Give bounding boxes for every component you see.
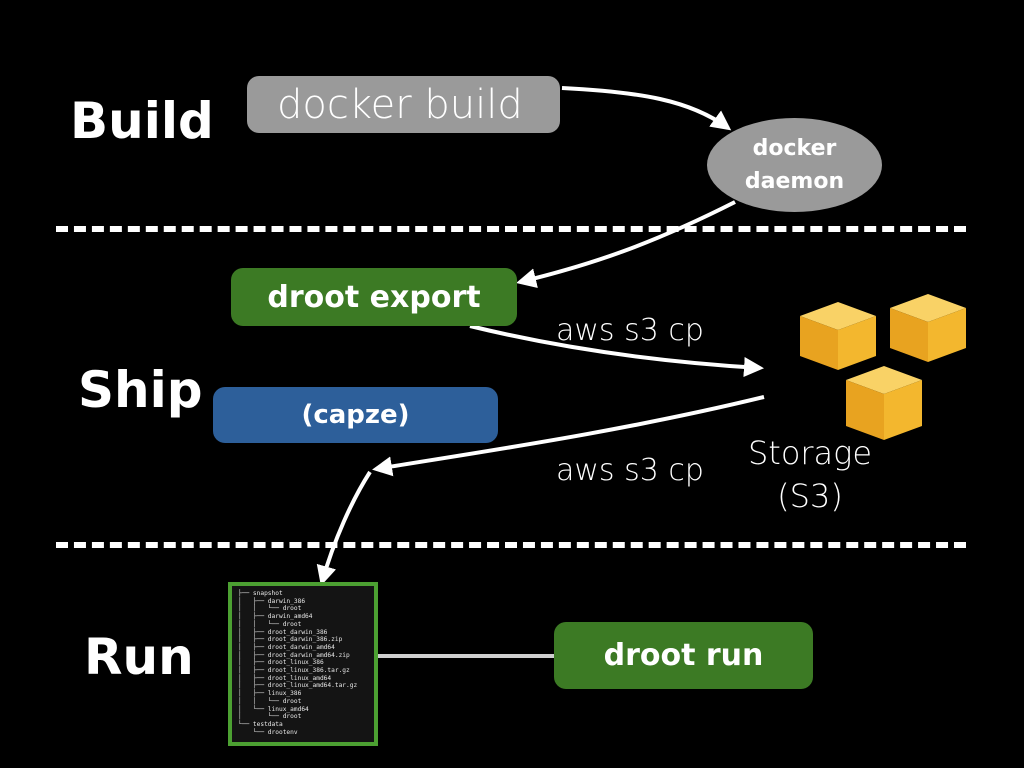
arrow-daemon-to-export — [516, 200, 736, 288]
arrow-build-to-daemon — [561, 86, 732, 131]
droot-run-node: droot run — [554, 622, 813, 689]
storage-label-line2: (S3) — [777, 477, 843, 516]
file-tree-line: │ ├── droot_darwin_amd64 — [238, 643, 335, 651]
docker-daemon-node: docker daemon — [707, 118, 882, 212]
droot-export-node: droot export — [231, 268, 517, 326]
capze-node: (capze) — [213, 387, 498, 443]
file-tree-line: │ ├── darwin_amd64 — [238, 613, 313, 621]
file-tree-line: │ ├── droot_linux_386.tar.gz — [238, 667, 350, 675]
upload-edge-label: aws s3 cp — [556, 313, 704, 348]
file-tree-line: │ ├── droot_darwin_amd64.zip — [238, 651, 350, 659]
droot-export-label: droot export — [267, 279, 481, 315]
file-tree-line: │ │ └── droot — [238, 620, 302, 628]
docker-build-label: docker build — [277, 81, 523, 128]
docker-daemon-label-line1: docker — [752, 136, 837, 161]
arrow-storage-to-snapshot — [372, 395, 765, 477]
divider-build-ship — [56, 226, 966, 232]
snapshot-file-tree: ├── snapshot │ ├── darwin_386 │ │ └── dr… — [228, 582, 378, 746]
file-tree-line: │ │ └── droot — [238, 605, 302, 613]
download-edge-label: aws s3 cp — [556, 453, 704, 488]
file-tree-line: │ ├── droot_darwin_386.zip — [238, 636, 343, 644]
file-tree-line: │ │ └── droot — [238, 697, 302, 705]
file-tree-line: │ ├── droot_darwin_386 — [238, 628, 328, 636]
stage-label-build: Build — [70, 92, 214, 150]
file-tree-line: │ ├── droot_linux_amd64 — [238, 674, 332, 682]
storage-label-line1: Storage — [747, 434, 873, 472]
file-tree-line: │ └── linux_amd64 — [238, 705, 309, 713]
storage-label: Storage (S3) — [730, 432, 890, 518]
file-tree-line: └── drootenv — [238, 728, 298, 736]
file-tree-line: │ ├── darwin_386 — [238, 597, 306, 605]
file-tree-line: │ ├── linux_386 — [238, 690, 302, 698]
stage-label-ship: Ship — [78, 361, 203, 419]
file-tree-line: │ ├── droot_linux_386 — [238, 659, 324, 667]
docker-daemon-label-line2: daemon — [744, 169, 845, 194]
arrow-down-to-snapshot — [316, 470, 372, 586]
droot-run-label: droot run — [603, 638, 764, 673]
file-tree-line: └── testdata — [238, 720, 283, 728]
stage-label-run: Run — [84, 628, 194, 686]
file-tree-line: ├── snapshot — [238, 590, 283, 597]
capze-label: (capze) — [301, 400, 410, 430]
file-tree-line: │ └── droot — [238, 713, 302, 721]
divider-ship-run — [56, 542, 966, 548]
arrow-export-to-storage — [469, 324, 764, 378]
file-tree-line: │ ├── droot_linux_amd64.tar.gz — [238, 682, 358, 690]
s3-cube-right — [890, 294, 966, 362]
s3-cube-left — [800, 302, 876, 370]
s3-cube-bottom — [846, 366, 922, 440]
docker-build-node: docker build — [247, 76, 560, 133]
